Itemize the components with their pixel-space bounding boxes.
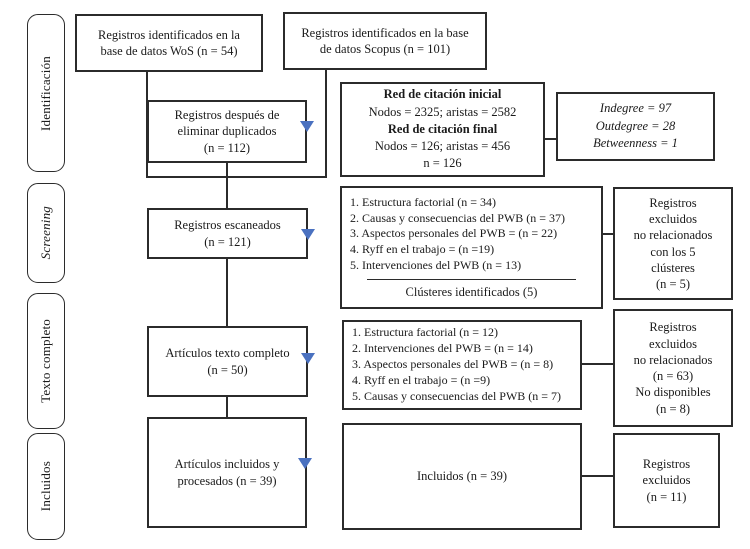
network-stats-final: Nodos = 126; aristas = 456 xyxy=(374,139,511,154)
box-records-wos: Registros identificados en la base de da… xyxy=(75,14,263,72)
box-clusters-screening: 1. Estructura factorial (n = 34) 2. Caus… xyxy=(340,186,603,309)
stage-screening: Screening xyxy=(27,183,65,283)
excluded-line: no relacionados xyxy=(633,228,713,243)
cluster-item: 1. Estructura factorial (n = 34) xyxy=(350,194,497,209)
box-excluded-fulltext: Registros excluidos no relacionados (n =… xyxy=(613,309,733,427)
connector-merge-horizontal xyxy=(146,176,327,178)
network-title-final: Red de citación final xyxy=(387,121,498,136)
box-citation-network: Red de citación inicial Nodos = 2325; ar… xyxy=(340,82,545,177)
cluster-item: 4. Ryff en el trabajo = (n =9) xyxy=(352,372,491,387)
fulltext-line2: (n = 50) xyxy=(207,362,248,377)
cluster-item: 4. Ryff en el trabajo = (n =19) xyxy=(350,242,495,257)
excluded-line: (n = 8) xyxy=(655,401,691,416)
records-scopus-line2: de datos Scopus (n = 101) xyxy=(319,42,451,56)
excluded-line: clústeres xyxy=(651,260,695,275)
excluded-line: (n = 63) xyxy=(652,369,694,383)
included-processed-line2: procesados (n = 39) xyxy=(177,473,277,488)
separator-line xyxy=(367,278,576,280)
box-after-duplicates: Registros después de eliminar duplicados… xyxy=(147,100,307,163)
records-scopus-line1: Registros identificados en la base xyxy=(301,25,469,40)
box-included-processed: Artículos incluidos y procesados (n = 39… xyxy=(147,417,307,528)
fulltext-line1: Artículos texto completo xyxy=(165,346,290,361)
metric-indegree: Indegree = 97 xyxy=(599,101,672,116)
included-processed-line1: Artículos incluidos y xyxy=(174,457,280,472)
stage-texto-completo: Texto completo xyxy=(27,293,65,429)
arrow-down-icon xyxy=(298,458,312,469)
connector-dedup-to-screened xyxy=(226,163,228,208)
network-stats-initial: Nodos = 2325; aristas = 2582 xyxy=(368,104,517,119)
arrow-down-icon xyxy=(301,229,315,240)
after-duplicates-line3: (n = 112) xyxy=(203,140,251,155)
excluded-line: (n = 11) xyxy=(646,489,687,504)
box-included: Incluidos (n = 39) xyxy=(342,423,582,530)
connector-scopus-down xyxy=(325,70,327,178)
connector-clusters-to-excluded1 xyxy=(603,233,613,235)
arrow-down-icon xyxy=(301,353,315,364)
clusters-identified-label: Clústeres identificados (5) xyxy=(405,284,538,299)
excluded-line: excluidos xyxy=(642,473,691,488)
network-n-total: n = 126 xyxy=(423,156,462,171)
cluster-item: 2. Intervenciones del PWB = (n = 14) xyxy=(352,341,533,356)
stage-incluidos-label: Incluidos xyxy=(38,461,53,512)
stage-identificacion-label: Identificación xyxy=(38,55,53,131)
stage-identificacion: Identificación xyxy=(27,14,65,172)
network-title-initial: Red de citación inicial xyxy=(383,87,502,102)
included-label: Incluidos (n = 39) xyxy=(416,469,508,484)
arrow-down-icon xyxy=(300,121,314,132)
excluded-line: no relacionados xyxy=(633,352,713,367)
stage-screening-label: Screening xyxy=(38,206,53,260)
after-duplicates-line1: Registros después de xyxy=(174,108,280,123)
excluded-line: Registros xyxy=(649,195,697,210)
cluster-item: 1. Estructura factorial (n = 12) xyxy=(352,325,499,340)
connector-screened-to-fulltext xyxy=(226,259,228,326)
stage-incluidos: Incluidos xyxy=(27,433,65,540)
connector-clusters-to-excluded2 xyxy=(582,363,613,365)
connector-fulltext-to-included xyxy=(226,397,228,417)
cluster-item: 3. Aspectos personales del PWB = (n = 8) xyxy=(352,357,554,372)
box-excluded-screening: Registros excluidos no relacionados con … xyxy=(613,187,733,300)
box-fulltext-articles: Artículos texto completo (n = 50) xyxy=(147,326,308,397)
records-screened-line1: Registros escaneados xyxy=(174,218,281,233)
excluded-line: (n = 5) xyxy=(655,277,691,291)
connector-network-to-metrics xyxy=(545,138,556,140)
metric-betweenness: Betweenness = 1 xyxy=(593,136,678,151)
records-wos-line2: base de datos WoS (n = 54) xyxy=(100,44,238,58)
excluded-line: No disponibles xyxy=(635,385,711,400)
cluster-item: 5. Intervenciones del PWB (n = 13) xyxy=(350,258,522,273)
box-excluded-included: Registros excluidos (n = 11) xyxy=(613,433,720,528)
box-records-scopus: Registros identificados en la base de da… xyxy=(283,12,487,70)
box-clusters-fulltext: 1. Estructura factorial (n = 12) 2. Inte… xyxy=(342,320,582,410)
excluded-line: excluidos xyxy=(649,336,697,351)
cluster-item: 5. Causas y consecuencias del PWB (n = 7… xyxy=(352,388,562,403)
excluded-line: excluidos xyxy=(649,212,697,226)
connector-included-to-excluded3 xyxy=(582,475,613,477)
box-records-screened: Registros escaneados (n = 121) xyxy=(147,208,308,259)
excluded-line: con los 5 xyxy=(650,244,696,259)
excluded-line: Registros xyxy=(642,457,691,472)
metric-outdegree: Outdegree = 28 xyxy=(595,118,676,133)
records-wos-line1: Registros identificados en la xyxy=(98,27,240,42)
cluster-item: 2. Causas y consecuencias del PWB (n = 3… xyxy=(350,210,566,225)
box-network-metrics: Indegree = 97 Outdegree = 28 Betweenness… xyxy=(556,92,715,161)
after-duplicates-line2: eliminar duplicados xyxy=(177,124,277,139)
records-screened-line2: (n = 121) xyxy=(204,234,251,249)
cluster-item: 3. Aspectos personales del PWB = (n = 22… xyxy=(350,226,558,241)
excluded-line: Registros xyxy=(649,320,697,335)
stage-texto-completo-label: Texto completo xyxy=(38,319,53,403)
